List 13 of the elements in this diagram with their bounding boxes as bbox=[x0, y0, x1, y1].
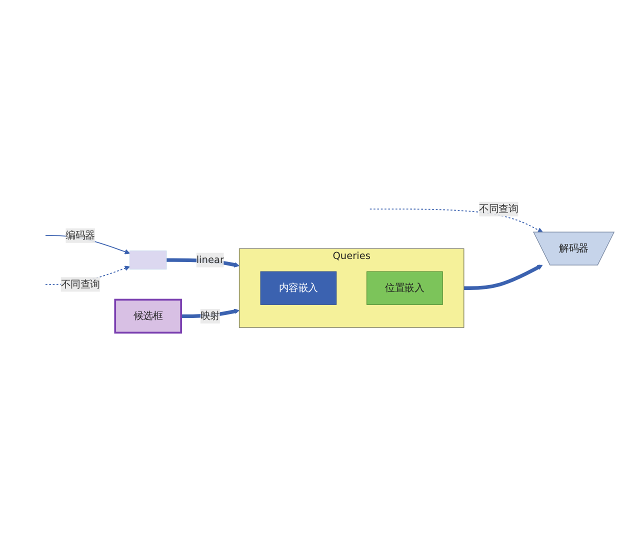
arrow bbox=[369, 208, 544, 233]
cluster bbox=[238, 248, 464, 328]
edge-label: 不同查询 bbox=[479, 203, 518, 215]
flowchart: 编码器 不同查询 不同查询 linear 映射 Queries 内容嵌入 位置嵌入 候选框 解码器 bbox=[4, 195, 619, 338]
edge-label: 映射 bbox=[200, 310, 220, 322]
node-box bbox=[114, 299, 182, 334]
edge-label: 不同查询 bbox=[60, 278, 100, 290]
arrow bbox=[464, 264, 543, 290]
node-box bbox=[260, 272, 337, 306]
node-box bbox=[366, 272, 443, 306]
edge-label: linear bbox=[196, 254, 224, 266]
node-box bbox=[129, 250, 167, 270]
edge-label: 编码器 bbox=[66, 230, 95, 242]
